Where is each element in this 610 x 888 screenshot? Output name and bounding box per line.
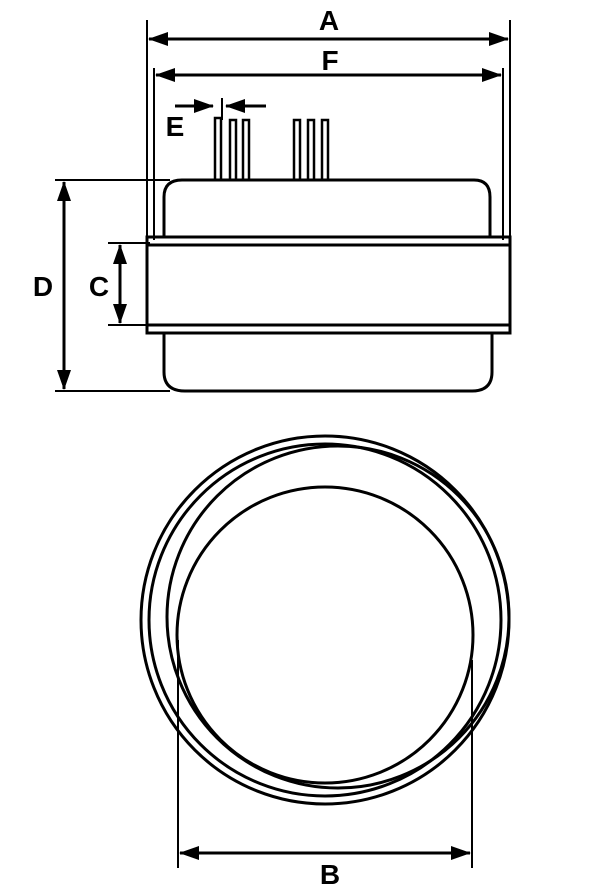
pin <box>241 118 251 182</box>
side-view <box>55 20 512 393</box>
dimension-label-a: A <box>319 5 339 36</box>
dimension-a: A <box>148 5 509 46</box>
terminal-pins <box>213 116 330 182</box>
dimension-label-b: B <box>320 859 340 888</box>
dimension-c: C <box>89 244 127 324</box>
pin <box>213 116 223 182</box>
dimension-label-e: E <box>166 111 185 142</box>
flange-bottom-plate <box>145 323 512 335</box>
dimension-d: D <box>33 181 71 390</box>
flange-circle <box>165 444 511 790</box>
top-view <box>139 434 511 868</box>
middle-rim-circle <box>147 442 503 798</box>
top-dome <box>162 178 492 237</box>
body-band <box>145 243 512 327</box>
dimension-e: E <box>166 99 266 142</box>
dimension-f: F <box>155 45 502 82</box>
pin <box>228 118 238 182</box>
dimension-label-c: C <box>89 271 109 302</box>
pin <box>306 118 316 182</box>
pin <box>292 118 302 182</box>
dimension-label-d: D <box>33 271 53 302</box>
pin <box>320 118 330 182</box>
dimension-label-f: F <box>321 45 338 76</box>
inner-cup-circle <box>175 485 475 785</box>
dimension-b: B <box>179 846 471 888</box>
bottom-cup <box>162 333 494 393</box>
